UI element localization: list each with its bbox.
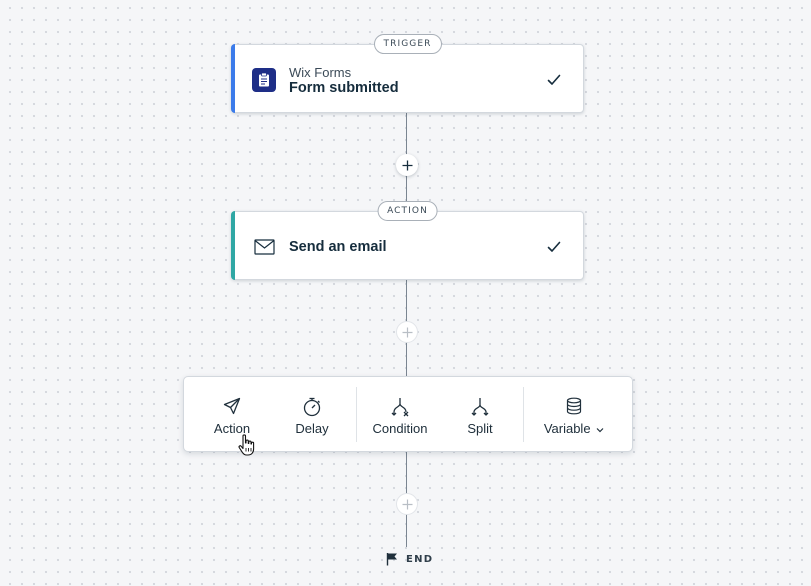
toolbar-divider xyxy=(356,387,357,442)
action-title: Send an email xyxy=(289,239,387,255)
split-tool-label: Split xyxy=(467,421,493,436)
action-accent-bar xyxy=(231,211,235,280)
variable-tool-text: Variable xyxy=(543,421,591,436)
add-step-button[interactable] xyxy=(396,154,418,176)
action-badge: ACTION xyxy=(377,201,438,221)
check-icon xyxy=(547,73,561,91)
action-tool-label: Action xyxy=(213,421,251,436)
condition-icon xyxy=(391,398,409,417)
condition-tool-button[interactable]: Condition xyxy=(360,377,440,451)
hand-pointer-icon xyxy=(237,433,259,462)
database-icon xyxy=(566,397,582,415)
end-label: END xyxy=(406,553,434,565)
end-marker: END xyxy=(386,551,433,567)
trigger-accent-bar xyxy=(231,44,235,113)
send-icon xyxy=(223,397,241,415)
action-tool-button[interactable]: Action xyxy=(192,377,272,451)
variable-tool-button[interactable]: Variable xyxy=(527,377,621,451)
plus-icon xyxy=(402,327,412,337)
split-icon xyxy=(471,398,489,416)
trigger-card[interactable]: TRIGGER Wix Forms Form submitted xyxy=(231,34,584,113)
step-type-toolbar: Action Delay Condition Split xyxy=(183,376,633,452)
trigger-event-title: Form submitted xyxy=(289,80,399,96)
toolbar-divider xyxy=(523,387,524,442)
action-card[interactable]: ACTION Send an email xyxy=(231,201,584,280)
trigger-badge: TRIGGER xyxy=(373,34,442,54)
chevron-down-icon xyxy=(596,427,604,432)
add-step-button[interactable] xyxy=(396,321,418,343)
split-tool-button[interactable]: Split xyxy=(440,377,520,451)
clipboard-icon xyxy=(252,68,276,92)
add-step-button[interactable] xyxy=(396,493,418,515)
plus-icon xyxy=(402,499,412,509)
variable-tool-label: Variable xyxy=(527,421,621,436)
delay-tool-label: Delay xyxy=(295,421,329,436)
condition-tool-label: Condition xyxy=(372,421,428,436)
plus-icon xyxy=(402,160,412,170)
flag-icon xyxy=(386,553,397,566)
stopwatch-icon xyxy=(303,397,321,417)
delay-tool-button[interactable]: Delay xyxy=(272,377,352,451)
check-icon xyxy=(547,240,561,258)
trigger-app-name: Wix Forms xyxy=(289,65,352,80)
mail-icon xyxy=(254,239,275,260)
